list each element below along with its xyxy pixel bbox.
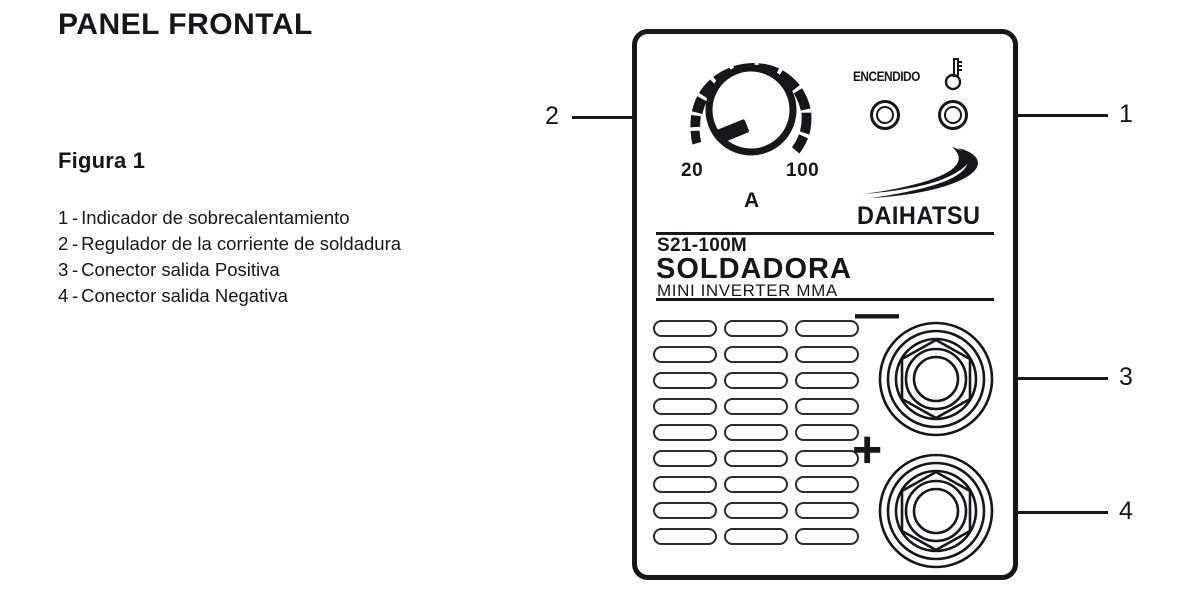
dial-graphic [690, 62, 812, 156]
vent-slot [795, 528, 859, 545]
negative-output-connector[interactable] [877, 320, 995, 438]
callout-number-1: 1 [1119, 100, 1133, 128]
vent-slot [724, 320, 788, 337]
vent-slot [795, 476, 859, 493]
divider-top [656, 232, 994, 235]
legend-text: Regulador de la corriente de soldadura [81, 233, 402, 254]
legend-list: 1-Indicador de sobrecalentamiento 2-Regu… [58, 205, 558, 309]
leader-line-3 [936, 377, 1108, 380]
dial-min-label: 20 [681, 160, 704, 181]
brand-name: DAIHATSU [857, 202, 981, 230]
legend-number: 4 [58, 285, 69, 306]
callout-number-3: 3 [1119, 363, 1133, 391]
vent-slot [795, 398, 859, 415]
leader-line-1 [958, 114, 1108, 117]
vent-slot [795, 320, 859, 337]
divider-bottom [656, 298, 994, 301]
model-subtitle: MINI INVERTER MMA [657, 281, 838, 300]
vent-slot [724, 398, 788, 415]
vent-slot [653, 372, 717, 389]
legend-dash: - [72, 233, 79, 254]
model-code: S21-100M [657, 235, 748, 256]
list-item: 2-Regulador de la corriente de soldadura [58, 231, 558, 257]
vent-slot [653, 398, 717, 415]
vent-slot [653, 320, 717, 337]
callout-number-4: 4 [1119, 497, 1133, 525]
overheat-indicator-lamp [938, 100, 968, 130]
leader-line-4 [936, 511, 1108, 514]
list-item: 3-Conector salida Positiva [58, 257, 558, 283]
legend-dash: - [72, 285, 79, 306]
figure-title: Figura 1 [58, 148, 146, 173]
vent-slot [653, 346, 717, 363]
page-title: PANEL FRONTAL [58, 8, 313, 41]
vent-slot [724, 476, 788, 493]
vent-slot [653, 450, 717, 467]
thermometer-icon [944, 58, 962, 91]
legend-text: Conector salida Negativa [81, 285, 288, 306]
legend-dash: - [72, 259, 79, 280]
callout-number-2: 2 [545, 102, 559, 130]
negative-polarity-symbol: — [855, 289, 899, 338]
legend-text: Indicador de sobrecalentamiento [81, 207, 350, 228]
list-item: 4-Conector salida Negativa [58, 283, 558, 309]
power-indicator-label: ENCENDIDO [853, 68, 920, 84]
model-name: SOLDADORA [656, 253, 852, 285]
dial-max-label: 100 [786, 160, 820, 181]
ventilation-grille [653, 320, 859, 545]
vent-slot [795, 346, 859, 363]
positive-polarity-symbol: + [852, 421, 883, 479]
current-regulator-dial[interactable] [678, 48, 830, 168]
dial-unit-label: A [744, 189, 760, 212]
daihatsu-swoosh-icon [862, 147, 978, 198]
vent-slot [653, 502, 717, 519]
legend-number: 2 [58, 233, 69, 254]
power-indicator-lamp [870, 100, 900, 130]
vent-slot [724, 528, 788, 545]
legend-text: Conector salida Positiva [81, 259, 280, 280]
vent-slot [653, 476, 717, 493]
legend-dash: - [72, 207, 79, 228]
vent-slot [724, 450, 788, 467]
list-item: 1-Indicador de sobrecalentamiento [58, 205, 558, 231]
vent-slot [724, 424, 788, 441]
vent-slot [724, 372, 788, 389]
legend-number: 1 [58, 207, 69, 228]
legend-number: 3 [58, 259, 69, 280]
vent-slot [795, 424, 859, 441]
vent-slot [653, 528, 717, 545]
vent-slot [653, 424, 717, 441]
positive-output-connector[interactable] [877, 452, 995, 570]
vent-slot [795, 502, 859, 519]
vent-slot [795, 372, 859, 389]
vent-slot [795, 450, 859, 467]
vent-slot [724, 346, 788, 363]
vent-slot [724, 502, 788, 519]
